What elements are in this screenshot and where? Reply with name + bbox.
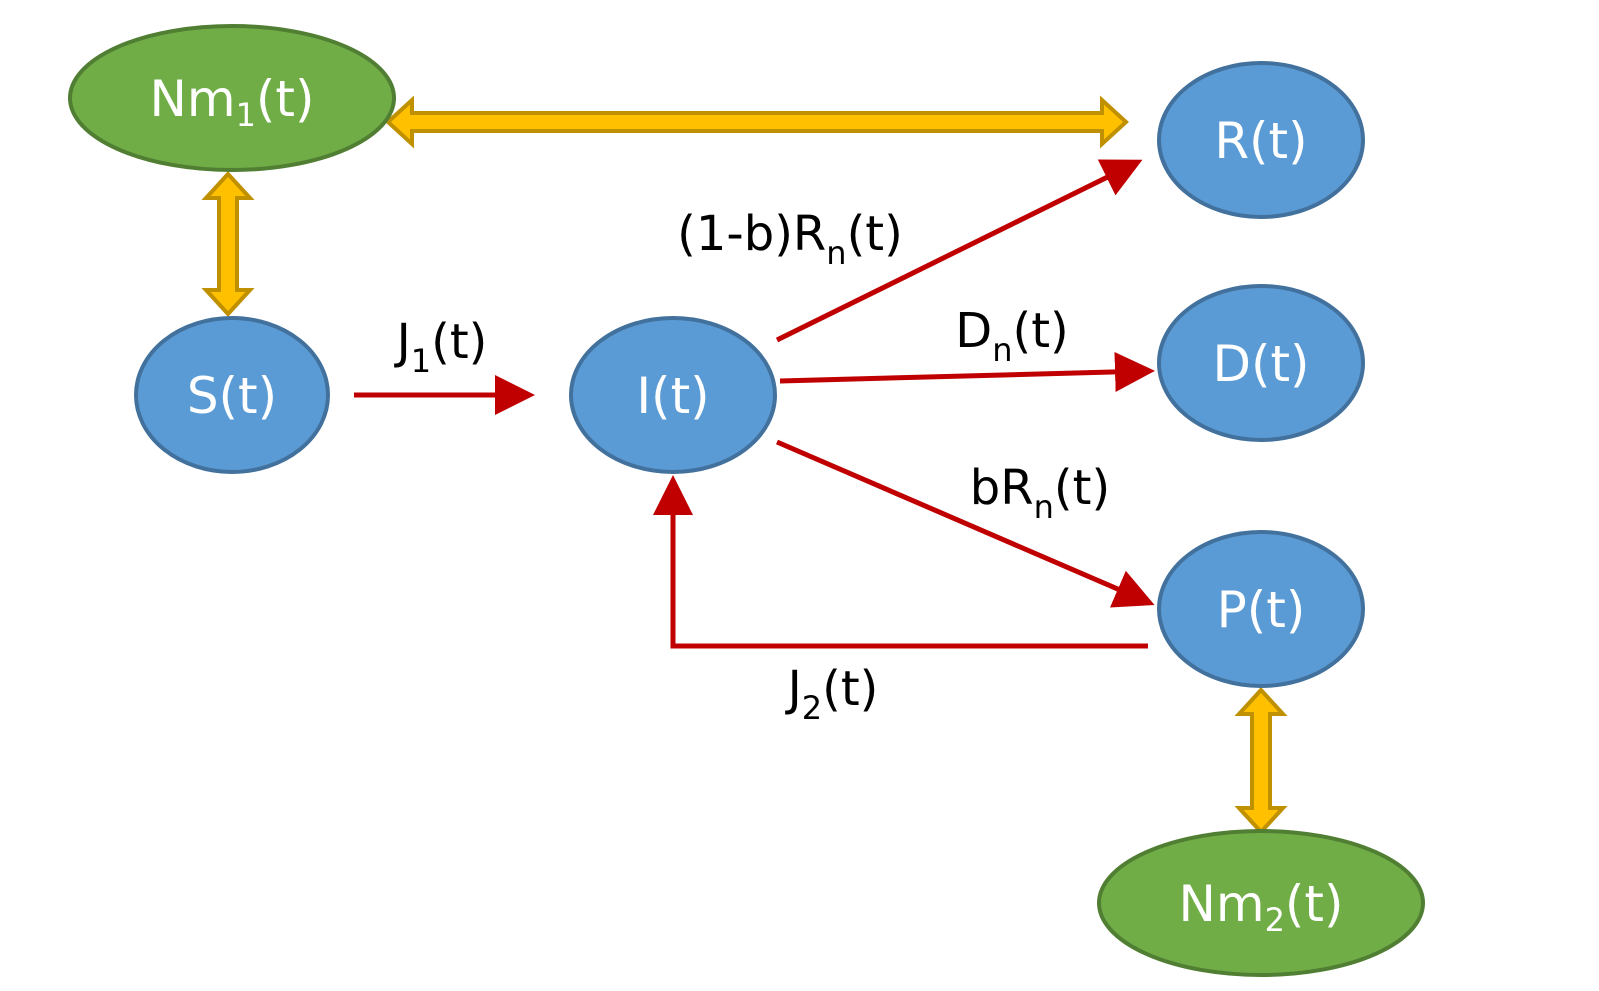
node-d: D(t) — [1157, 284, 1365, 442]
node-i-label: I(t) — [636, 367, 709, 425]
node-d-label: D(t) — [1212, 335, 1309, 393]
link-arrow-p-nm2 — [1234, 687, 1288, 835]
svg-text:Nm1(t): Nm1(t) — [149, 70, 314, 134]
node-p: P(t) — [1157, 530, 1365, 688]
node-nm1: Nm1(t) — [68, 24, 396, 172]
node-nm2: Nm2(t) — [1097, 829, 1425, 977]
edge-label-i-to-d: Dn(t) — [955, 303, 1069, 369]
edge-label-s-to-i: J1(t) — [394, 314, 488, 380]
node-p-label: P(t) — [1217, 581, 1306, 639]
node-i: I(t) — [569, 316, 777, 474]
edge-label-i-to-r: (1-b)Rn(t) — [677, 206, 903, 272]
node-nm2-base: Nm — [1178, 875, 1264, 933]
node-s: S(t) — [134, 316, 330, 474]
node-r-label: R(t) — [1214, 112, 1307, 170]
link-arrow-nm1-r — [385, 95, 1129, 149]
node-nm2-sub: 2 — [1265, 901, 1285, 939]
link-arrow-nm1-s — [201, 171, 255, 317]
flow-arrow-i-to-r — [775, 159, 1143, 343]
node-nm1-sub: 1 — [236, 96, 256, 134]
flow-arrow-p-to-i — [653, 475, 1148, 649]
node-r: R(t) — [1157, 61, 1365, 219]
edge-label-p-to-i: J2(t) — [785, 661, 879, 727]
node-s-label: S(t) — [187, 367, 277, 425]
flow-arrow-i-to-p — [776, 439, 1155, 608]
edge-label-i-to-p: bRn(t) — [970, 460, 1110, 526]
node-nm1-base: Nm — [149, 70, 235, 128]
svg-text:Nm2(t): Nm2(t) — [1178, 875, 1343, 939]
node-nm1-tail: (t) — [256, 70, 315, 128]
node-nm2-tail: (t) — [1285, 875, 1344, 933]
flow-arrow-i-to-d — [779, 351, 1155, 392]
